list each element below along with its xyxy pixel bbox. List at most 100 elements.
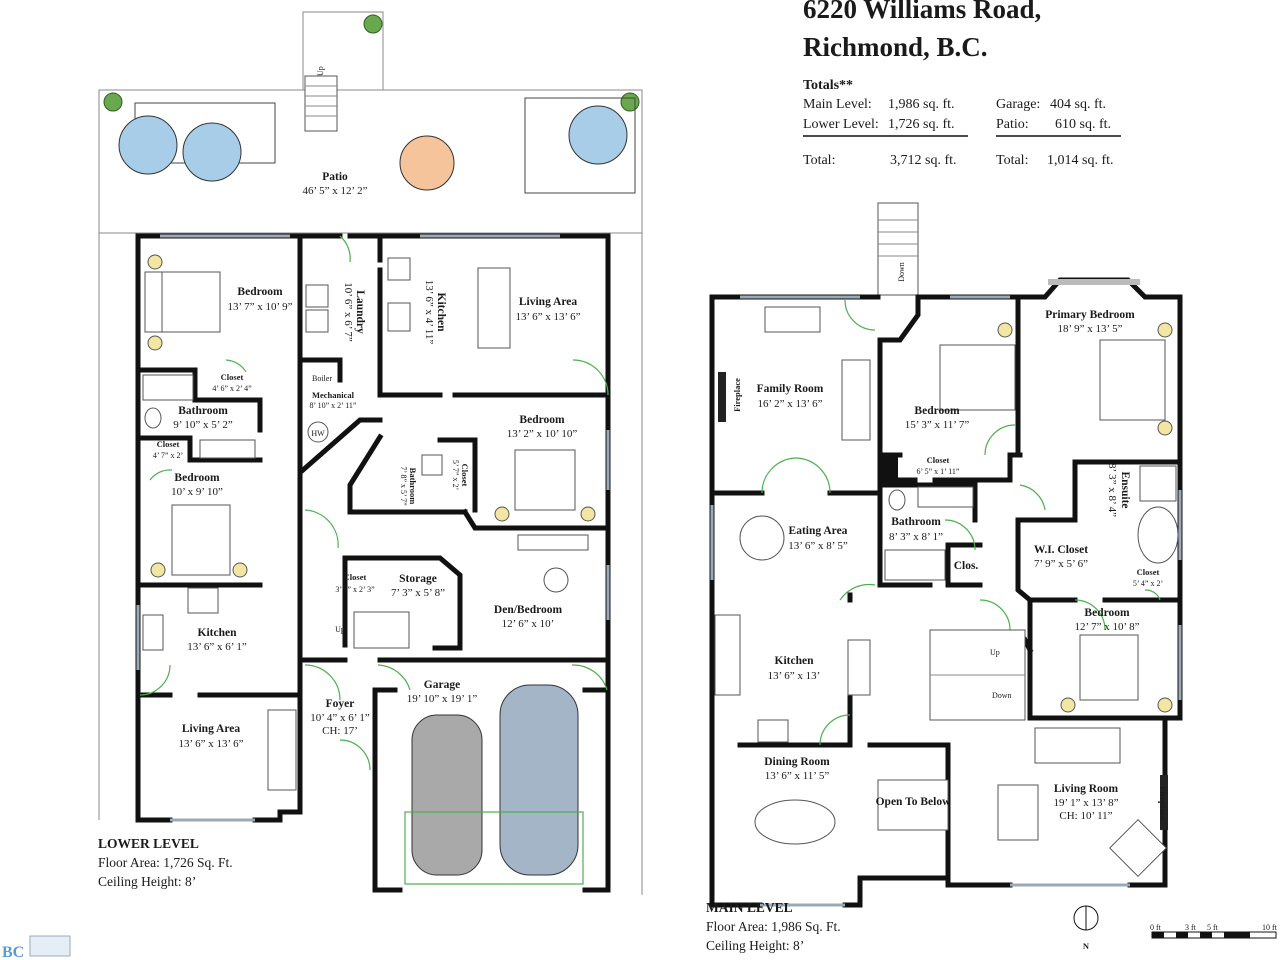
closet4-label: Closet — [344, 572, 367, 582]
water-heater-icon — [307, 421, 329, 443]
table-umbrella-icon — [399, 135, 455, 191]
storage-label: Storage — [399, 573, 437, 585]
car-icon — [499, 684, 579, 876]
brand-logo: BC — [2, 935, 71, 960]
toilet-icon — [888, 489, 906, 511]
wi-closet-label: W.I. Closet — [1034, 544, 1088, 556]
closet-r-label: Closet — [1137, 567, 1160, 577]
patio-stair — [304, 75, 338, 132]
chair-icon — [543, 567, 569, 593]
down-top-label: Down — [897, 262, 906, 282]
closet4-dim: 3’ 5” x 2’ 3” — [335, 585, 375, 594]
lower-level-labels: Patio 46’ 5” x 12’ 2” Up Bedroom 13’ 7” … — [98, 66, 581, 889]
lamp-icon — [1157, 697, 1173, 713]
bed-icon — [514, 449, 576, 511]
lower-level-area: Floor Area: 1,726 Sq. Ft. — [98, 855, 233, 870]
closet1-dim: 4’ 6” x 2’ 4” — [212, 384, 252, 393]
den-dim: 12’ 6” x 10’ — [502, 618, 555, 630]
compass-north-label: N — [1083, 941, 1090, 951]
living-upper-label: Living Area — [519, 296, 578, 308]
patio-sofa-icon — [524, 97, 636, 194]
fireplace2-label: Fireplace — [1158, 786, 1168, 820]
primary-dim: 18’ 9” x 13’ 5” — [1058, 323, 1123, 335]
bathtub-icon — [142, 374, 194, 401]
stove-icon — [187, 587, 219, 614]
closet-r-dim: 5’ 4” x 2’ — [1133, 579, 1163, 588]
header: 6220 Williams Road, Richmond, B.C. Total… — [803, 0, 1121, 168]
dining-dim: 13’ 6” x 11’ 5” — [765, 770, 830, 782]
plant-icon — [103, 92, 123, 112]
plant-icon — [620, 92, 640, 112]
bed-icon — [1099, 339, 1166, 421]
bathroom2-dim: 7’ 8” x 5’ 7” — [399, 466, 408, 506]
bedroom3-label: Bedroom — [519, 414, 565, 426]
bathroom-main-label: Bathroom — [891, 516, 941, 528]
main-level-value: 1,986 sq. ft. — [888, 97, 955, 112]
boiler-label: Boiler — [312, 374, 332, 383]
patio-up-label: Up — [316, 66, 325, 76]
bed-icon — [1079, 634, 1139, 701]
sink-icon — [387, 257, 411, 281]
laundry-label: Laundry — [354, 290, 366, 334]
umbrella-icon — [568, 105, 628, 165]
laundry-dim: 10’ 6” x 6’ 7” — [342, 282, 354, 342]
closet-mid-label: Closet — [927, 455, 950, 465]
foyer-ceiling: CH: 17’ — [322, 725, 358, 737]
family-dim: 16’ 2” x 13’ 6” — [758, 398, 823, 410]
lamp-icon — [580, 506, 596, 522]
stair-icon — [353, 611, 410, 649]
bedroom1-label: Bedroom — [237, 286, 283, 298]
kitchen-main-label: Kitchen — [775, 655, 815, 667]
stair-icon — [877, 202, 919, 296]
car-icon — [411, 714, 483, 876]
sink-icon — [142, 614, 164, 651]
kitchen-main-dim: 13’ 6” x 13’ — [768, 670, 821, 682]
washer-icon — [305, 284, 329, 308]
main-level-plan — [709, 202, 1277, 939]
ottoman-icon — [1109, 819, 1167, 877]
bedroom1-dim: 13’ 7” x 10’ 9” — [228, 301, 293, 313]
bathroom-main-dim: 8’ 3” x 8’ 1” — [889, 531, 943, 543]
lower-level-plan — [98, 11, 643, 895]
main-level-area: Floor Area: 1,986 Sq. Ft. — [706, 919, 841, 934]
closet3-label: Closet — [460, 464, 470, 487]
open-to-below-box — [877, 779, 949, 831]
armchair-icon — [997, 784, 1039, 841]
eating-label: Eating Area — [789, 525, 848, 537]
lamp-icon — [147, 254, 163, 270]
kitchen-lower-dim: 13’ 6” x 6’ 1” — [187, 641, 247, 653]
lower-level-total-value: 1,726 sq. ft. — [888, 117, 955, 132]
kitchen-upper-label: Kitchen — [435, 293, 447, 333]
umbrella-icon — [182, 122, 242, 182]
lamp-icon — [494, 506, 510, 522]
ensuite-label: Ensuite — [1119, 471, 1131, 508]
ensuite-dim: 8’ 3” x 8’ 4” — [1106, 463, 1118, 517]
stair-up-label: Up — [335, 625, 345, 634]
sink-icon — [199, 439, 256, 459]
wall-block — [880, 455, 898, 480]
main-level-label: Main Level: — [803, 97, 872, 112]
lower-level-total-label: Lower Level: — [803, 117, 879, 132]
dining-table-icon — [754, 799, 836, 845]
scale-label-10: 10 ft — [1262, 923, 1278, 932]
lower-level-title: LOWER LEVEL — [98, 836, 199, 851]
stove-icon — [757, 719, 789, 743]
lamp-icon — [1060, 697, 1076, 713]
toilet-icon — [144, 407, 162, 429]
desk-icon — [517, 534, 589, 551]
sofa-icon — [477, 267, 511, 349]
living-main-ceiling: CH: 10’ 11” — [1059, 810, 1112, 822]
fireplace1-label: Fireplace — [732, 378, 742, 412]
eating-dim: 13’ 6” x 8’ 5” — [788, 540, 848, 552]
lamp-icon — [232, 562, 248, 578]
sofa-icon — [841, 359, 871, 441]
patio-label: Patio — [322, 171, 348, 183]
bedroom3-dim: 13’ 2” x 10’ 10” — [507, 428, 578, 440]
main-level-ceiling: Ceiling Height: 8’ — [706, 938, 804, 953]
bedroom-mid-dim: 15’ 3” x 11’ 7” — [905, 419, 970, 431]
family-label: Family Room — [757, 383, 824, 395]
lamp-icon — [1157, 420, 1173, 436]
bathroom2-label: Bathroom — [408, 468, 418, 505]
patio-total-value: 610 sq. ft. — [1055, 117, 1111, 132]
